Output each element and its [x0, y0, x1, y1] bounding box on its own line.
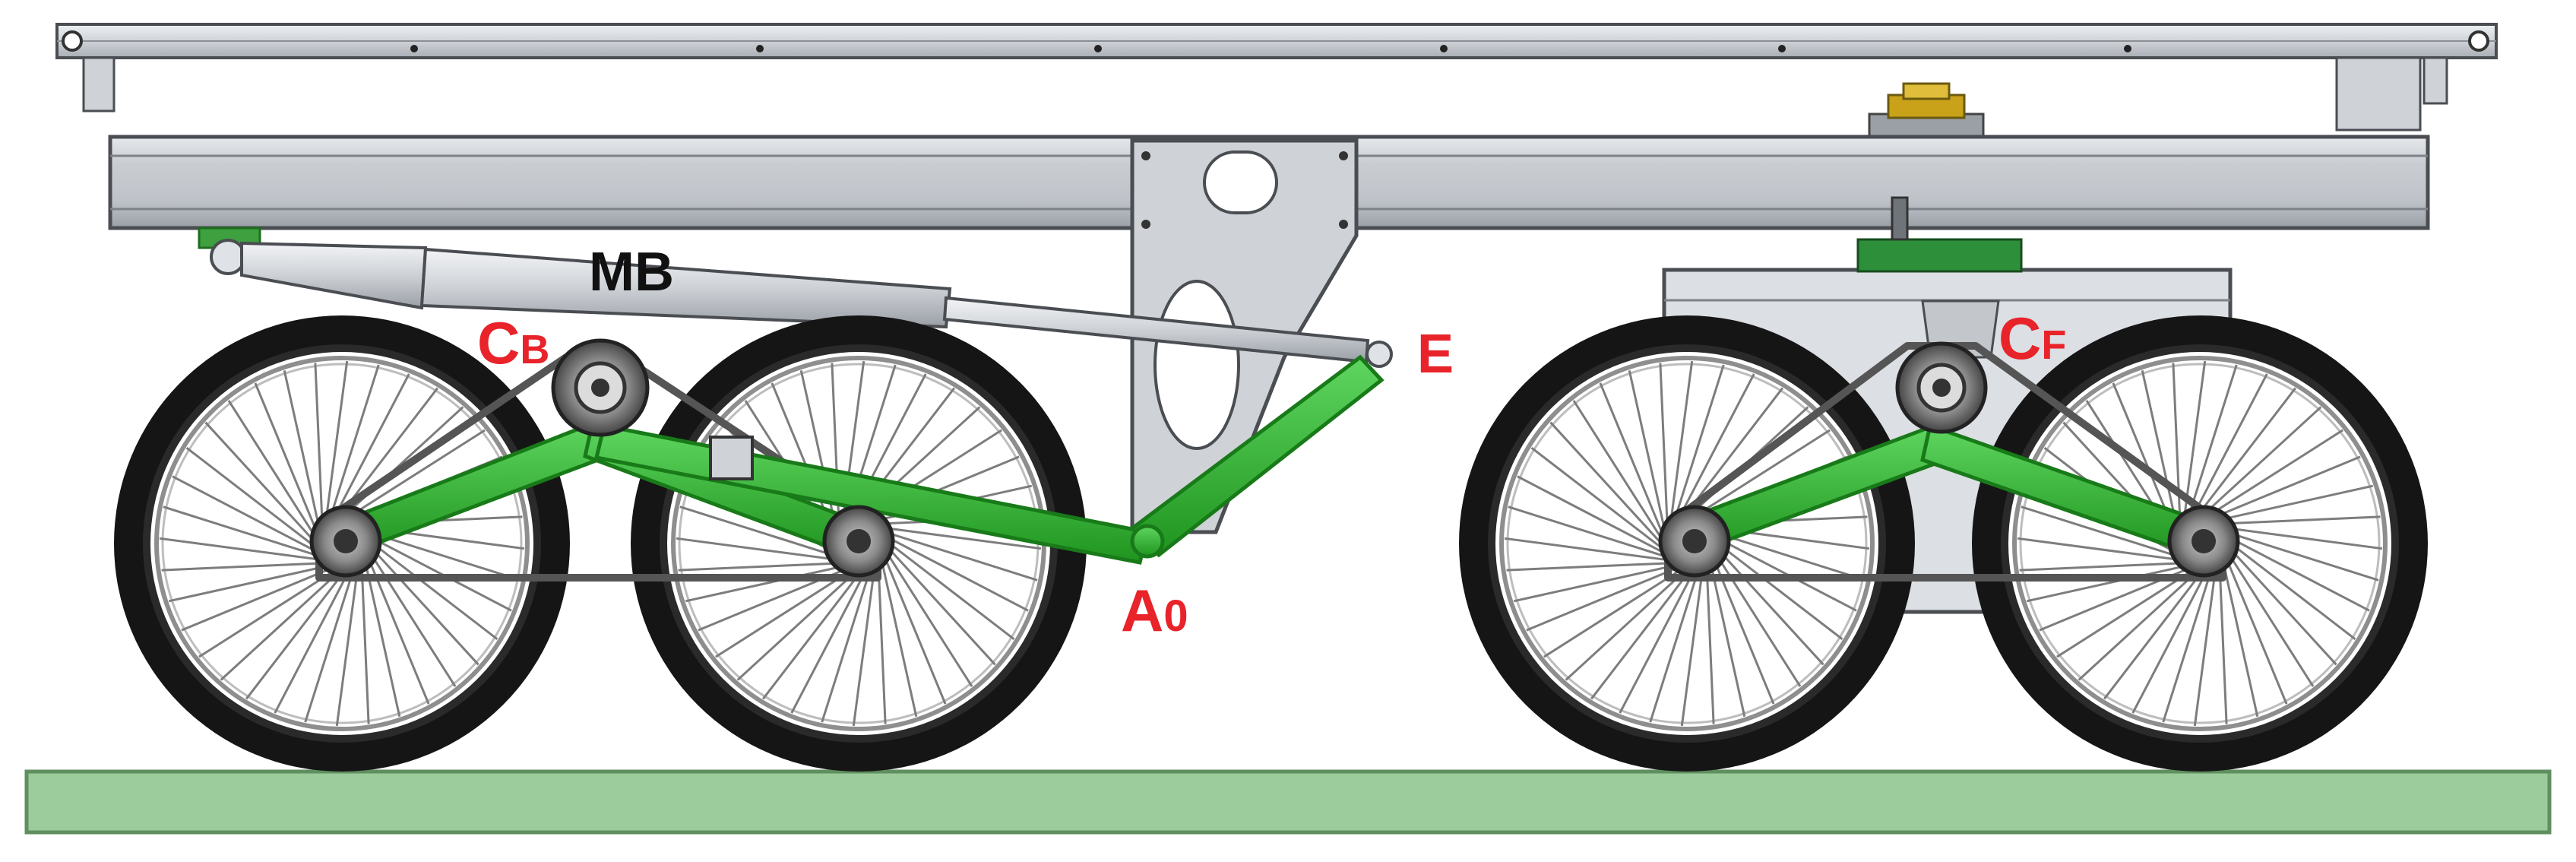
label-cf-main: C	[1998, 305, 2041, 372]
label-cb: CB	[477, 309, 549, 376]
label-a0-sub: 0	[1163, 591, 1188, 641]
label-cb-main: C	[477, 309, 520, 376]
label-e: E	[1417, 324, 1454, 385]
label-cb-sub: B	[520, 327, 549, 372]
sprocket-icon	[309, 338, 2240, 578]
label-cf-sub: F	[2041, 322, 2066, 368]
ground-strip	[24, 769, 2552, 835]
label-a0-main: A	[1121, 577, 1163, 644]
top-rail	[55, 23, 2498, 132]
motor-icon	[1868, 82, 1985, 138]
label-mb: MB	[589, 242, 674, 303]
linear-actuator	[198, 227, 1393, 368]
rear-bogie-clamp	[709, 436, 754, 480]
label-a0: A0	[1121, 577, 1188, 644]
label-cf: CF	[1998, 305, 2066, 372]
